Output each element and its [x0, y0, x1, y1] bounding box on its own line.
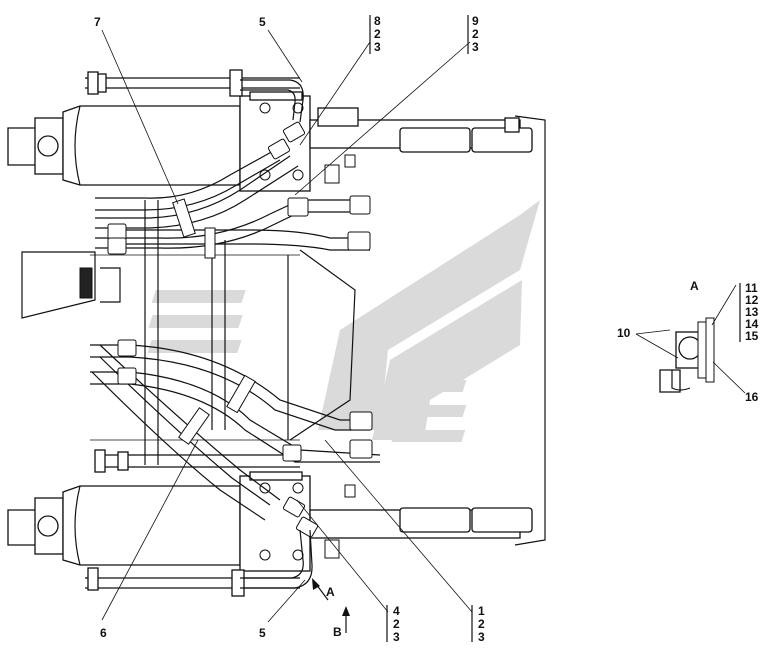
leader-lines [101, 15, 746, 642]
stack-detail-a-item: 15 [745, 329, 759, 343]
stack-bottom-4-item: 3 [393, 630, 400, 644]
callout-16: 16 [745, 390, 759, 404]
stack-detail-a-item: 14 [745, 317, 759, 331]
watermark-logo [147, 200, 540, 442]
hoses-top [95, 79, 371, 259]
stack-detail-a-item: 11 [745, 281, 758, 295]
stack-detail-a-item: 13 [745, 305, 759, 319]
callout-5-bottom: 5 [259, 626, 266, 640]
callout-7: 7 [94, 15, 101, 29]
stack-bottom-1-item: 2 [478, 617, 485, 631]
callout-6: 6 [100, 626, 107, 640]
bottom-cylinder-assembly [7, 449, 533, 597]
view-a-title: A [690, 279, 699, 293]
stack-top-9-item: 2 [472, 27, 479, 41]
stack-top-9-item: 3 [472, 40, 479, 54]
stack-detail-a-item: 12 [745, 293, 759, 307]
callout-5-top: 5 [259, 15, 266, 29]
stack-bottom-1-item: 1 [478, 604, 485, 618]
callout-10: 10 [617, 326, 631, 340]
stack-top-8-item: 8 [374, 14, 381, 28]
detail-view-a [659, 317, 715, 393]
main-frame [21, 115, 546, 546]
hoses-bottom [90, 339, 381, 589]
stack-bottom-1-item: 3 [478, 630, 485, 644]
stack-top-8-item: 3 [374, 40, 381, 54]
callout-labels: 7 5 6 5 10 16 A A B 8 2 3 9 2 3 4 2 3 1 … [94, 14, 759, 644]
stack-top-9-item: 9 [472, 14, 479, 28]
arrow-b-label: B [333, 625, 342, 639]
arrow-a-label: A [326, 585, 335, 599]
top-cylinder-assembly [7, 69, 533, 192]
stack-bottom-4-item: 2 [393, 617, 400, 631]
stack-bottom-4-item: 4 [393, 604, 400, 618]
stack-top-8-item: 2 [374, 27, 381, 41]
